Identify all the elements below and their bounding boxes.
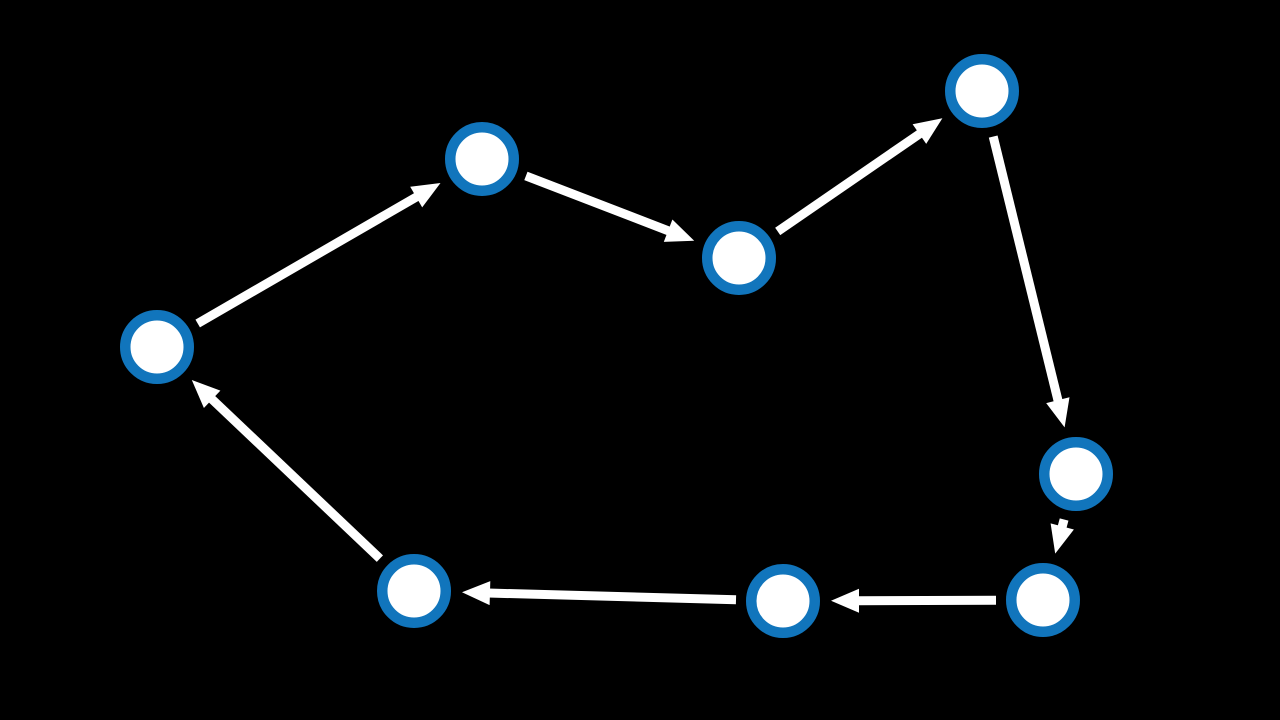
edge-arrowhead [410, 183, 441, 208]
graph-node [945, 54, 1019, 128]
edge-arrow-shaft [207, 394, 383, 562]
edge-arrowhead [1050, 523, 1074, 554]
edge-arrow-shaft [487, 588, 737, 605]
graph-node [746, 564, 820, 638]
edge-arrow-shaft [524, 171, 672, 236]
nodes-layer [120, 54, 1113, 638]
edge-arrow-shaft [988, 135, 1063, 404]
edge-arrowhead [1046, 397, 1070, 428]
edge-arrow-shaft [856, 595, 997, 606]
edge-arrowhead [912, 118, 943, 144]
edge-arrow-shaft [195, 192, 421, 328]
graph-node [120, 310, 194, 384]
graph-node [702, 221, 776, 295]
graph-node [445, 122, 519, 196]
edge-arrowhead [191, 380, 221, 408]
edges-layer [191, 118, 1074, 613]
edge-arrowhead [663, 219, 695, 242]
edge-arrowhead [831, 588, 859, 613]
edge-arrow-shaft [775, 129, 924, 236]
edge-arrowhead [462, 581, 491, 606]
graph-node [1039, 437, 1113, 511]
graph-node [1006, 563, 1080, 637]
graph-node [377, 554, 451, 628]
